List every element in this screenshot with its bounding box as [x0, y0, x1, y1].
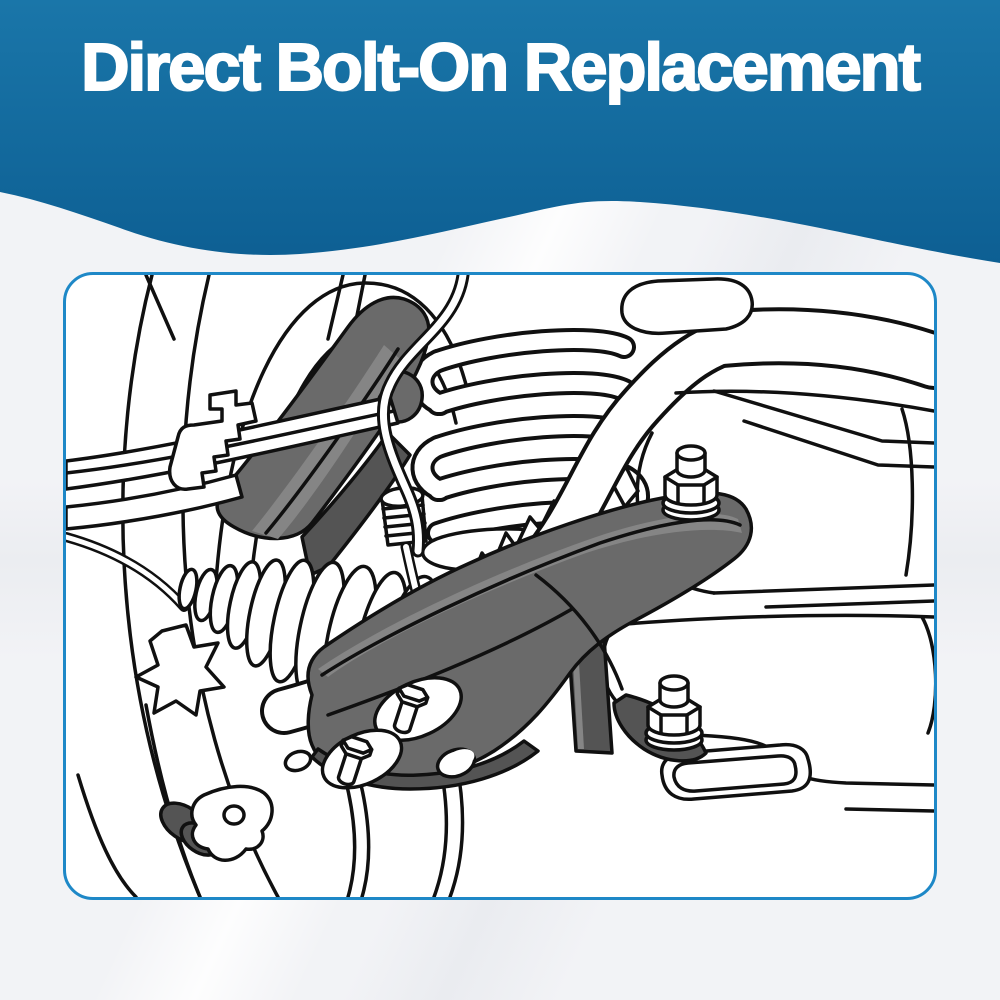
arm-slot-front	[373, 675, 463, 743]
hex-bolt-lower	[644, 674, 704, 752]
arm-holes	[283, 747, 477, 779]
header-wave	[0, 0, 1000, 263]
illustration-panel	[63, 272, 937, 900]
page-title: Direct Bolt-On Replacement	[80, 30, 922, 105]
hex-bolt-upper	[661, 444, 721, 522]
brake-hose	[376, 275, 470, 558]
header-wave-shape	[0, 0, 1000, 263]
arm-slot-rear	[320, 728, 404, 791]
caliper-bracket	[134, 389, 258, 717]
ball-joint	[159, 784, 274, 862]
sway-bar-bushing-hump	[620, 277, 754, 336]
suspension-diagram	[66, 275, 934, 897]
